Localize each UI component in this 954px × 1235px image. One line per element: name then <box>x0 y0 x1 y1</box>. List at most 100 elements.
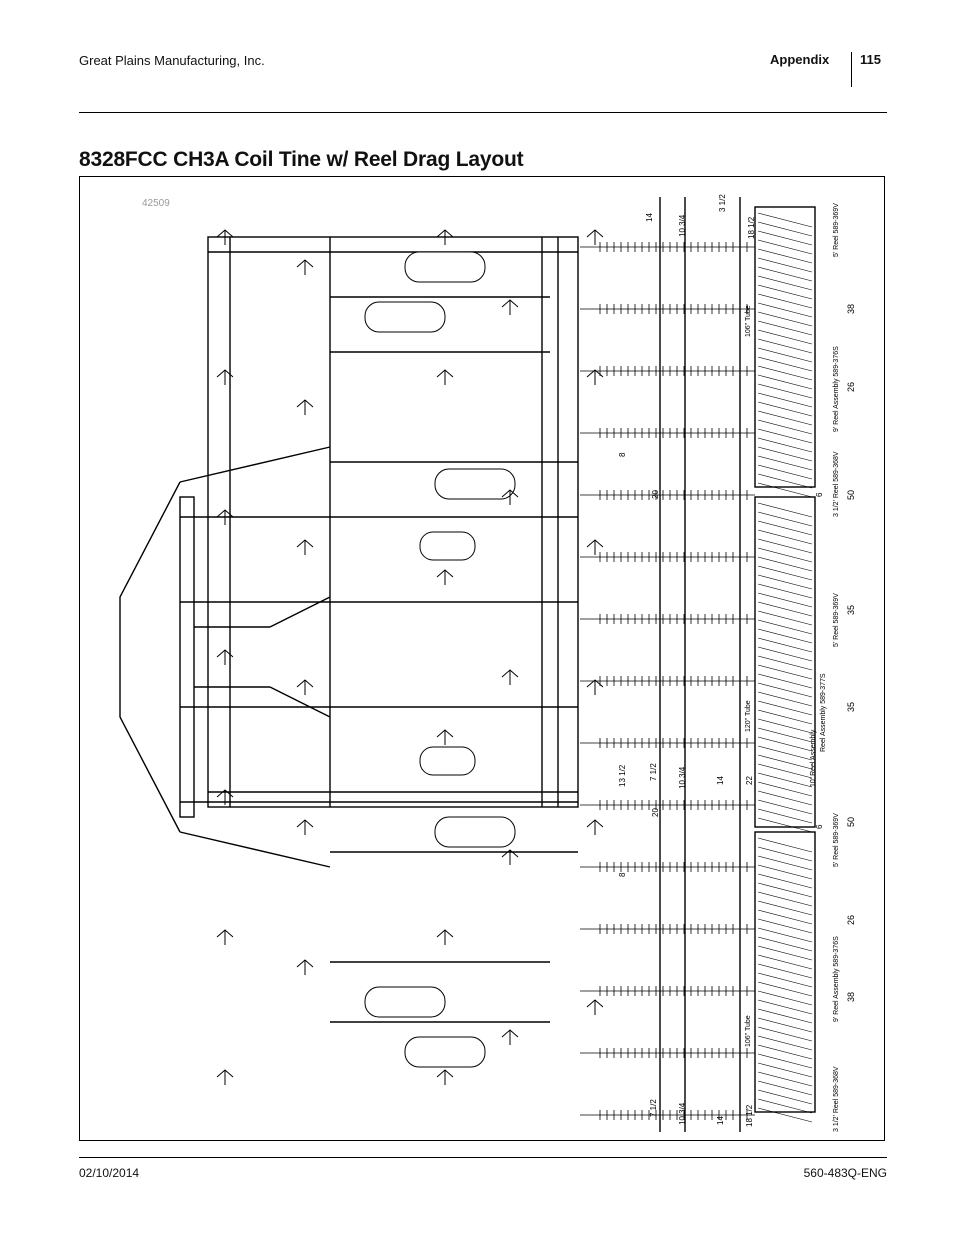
footer-doc-number: 560-483Q-ENG <box>803 1166 887 1180</box>
shank-symbol <box>216 369 234 385</box>
spacing-label: 6 <box>815 492 824 497</box>
spacing-label: 18 1/2 <box>745 1104 754 1127</box>
reel-hatch-line <box>757 482 813 498</box>
reel-label: 3 1/2' Reel 589-368V <box>833 1066 840 1132</box>
shank-symbol <box>216 229 234 245</box>
reel-hatch-line <box>757 808 813 824</box>
reel-hatch-line <box>757 284 813 300</box>
reel-hatch-line <box>757 1008 813 1024</box>
reel-label: 5' Reel 589-369V <box>833 593 840 647</box>
reel-hatch-line <box>757 428 813 444</box>
reel-hatch-line <box>757 365 813 381</box>
reel-hatch-line <box>757 990 813 1006</box>
reel-hatch-line <box>757 293 813 309</box>
reel-hatch-line <box>757 691 813 707</box>
reel-hatch-line <box>757 610 813 626</box>
shank-symbol <box>216 1069 234 1085</box>
spacing-label: 14 <box>645 213 654 222</box>
reel-hatch-line <box>757 520 813 536</box>
spacing-label: 10 3/4 <box>678 214 687 237</box>
reel-hatch-line <box>757 248 813 264</box>
reel-hatch-line <box>757 392 813 408</box>
reel-hatch-line <box>757 727 813 743</box>
reel-hatch-line <box>757 338 813 354</box>
spacing-label: 8 <box>618 452 627 457</box>
reel-hatch-line <box>757 1062 813 1078</box>
reel-hatch-line <box>757 1035 813 1051</box>
reel-hatch-line <box>757 410 813 426</box>
reel-hatch-line <box>757 1017 813 1033</box>
reel-hatch-line <box>757 855 813 871</box>
reel-hatch-line <box>757 736 813 752</box>
reel-hatch-line <box>757 1053 813 1069</box>
reel-hatch-line <box>757 1098 813 1114</box>
dimension-label: 38 <box>846 992 856 1002</box>
reel-hatch-line <box>757 846 813 862</box>
shank-symbol <box>216 649 234 665</box>
reel-hatch-line <box>757 401 813 417</box>
reel-hatch-line <box>757 502 813 518</box>
shank-symbol <box>436 569 454 585</box>
reel-hatch-line <box>757 592 813 608</box>
tube-label: 106" Tube <box>745 1015 752 1047</box>
reel-hatch-line <box>757 709 813 725</box>
shank-symbol <box>216 929 234 945</box>
spacing-label: 7 1/2 <box>649 763 658 781</box>
shank-symbol <box>586 999 604 1015</box>
reel-hatch-line <box>757 275 813 291</box>
dimension-label: 50 <box>846 490 856 500</box>
shank-symbol <box>296 259 314 275</box>
spacing-label: 20 <box>651 808 660 817</box>
reel-hatch-line <box>757 511 813 527</box>
reel-hatch-line <box>757 754 813 770</box>
reel-hatch-line <box>757 772 813 788</box>
header-rule <box>79 112 887 113</box>
dimension-label: 35 <box>846 702 856 712</box>
dimension-label: 26 <box>846 382 856 392</box>
footer-rule <box>79 1157 887 1158</box>
header-section: Appendix <box>770 52 830 67</box>
reel-hatch-line <box>757 936 813 952</box>
reel-hatch-line <box>757 927 813 943</box>
reel-hatch-line <box>757 637 813 653</box>
reel-hatch-line <box>757 655 813 671</box>
reel-hatch-line <box>757 347 813 363</box>
reel-hatch-line <box>757 529 813 545</box>
reel-hatch-line <box>757 437 813 453</box>
reel-label: 9' Reel Assembly 589-376S <box>833 346 840 432</box>
reel-hatch-line <box>757 374 813 390</box>
shank-symbol <box>296 959 314 975</box>
reel-hatch-line <box>757 473 813 489</box>
reel-hatch-line <box>757 1026 813 1042</box>
reel-hatch-line <box>757 1044 813 1060</box>
header-page-number: 115 <box>860 52 881 67</box>
shank-symbol <box>296 399 314 415</box>
shank-symbol <box>586 539 604 555</box>
shank-symbol <box>501 489 519 505</box>
reel-hatch-line <box>757 945 813 961</box>
figure-id: 42509 <box>142 198 170 209</box>
reel-hatch-line <box>757 646 813 662</box>
spacing-label: 14 <box>716 1116 725 1125</box>
reel-hatch-line <box>757 565 813 581</box>
spacing-label: 8 <box>618 872 627 877</box>
spacing-label: 18 1/2 <box>747 216 756 239</box>
dimension-label: 38 <box>846 304 856 314</box>
main-frame <box>207 236 579 808</box>
layout-drawing: 38 26 50 35 35 50 26 38 5' Reel 589-369V… <box>119 194 856 1132</box>
reel-hatch-line <box>757 383 813 399</box>
dimension-label: 26 <box>846 915 856 925</box>
shank-symbol <box>436 229 454 245</box>
reel-hatch-line <box>757 266 813 282</box>
reel-label: 9' Reel Assembly 589-376S <box>833 936 840 1022</box>
layout-figure: 38 26 50 35 35 50 26 38 5' Reel 589-369V… <box>79 176 885 1141</box>
shank-symbol <box>501 299 519 315</box>
reel-hatch-line <box>757 781 813 797</box>
reel-hatch-line <box>757 547 813 563</box>
reel-label: 3 1/2' Reel 589-368V <box>833 451 840 517</box>
reel-hatch-line <box>757 574 813 590</box>
reel-hatch-line <box>757 329 813 345</box>
spacing-label: 10 3/4 <box>678 766 687 789</box>
reel-label: Reel Assembly 589-377S <box>820 673 827 752</box>
shank-symbol <box>296 679 314 695</box>
